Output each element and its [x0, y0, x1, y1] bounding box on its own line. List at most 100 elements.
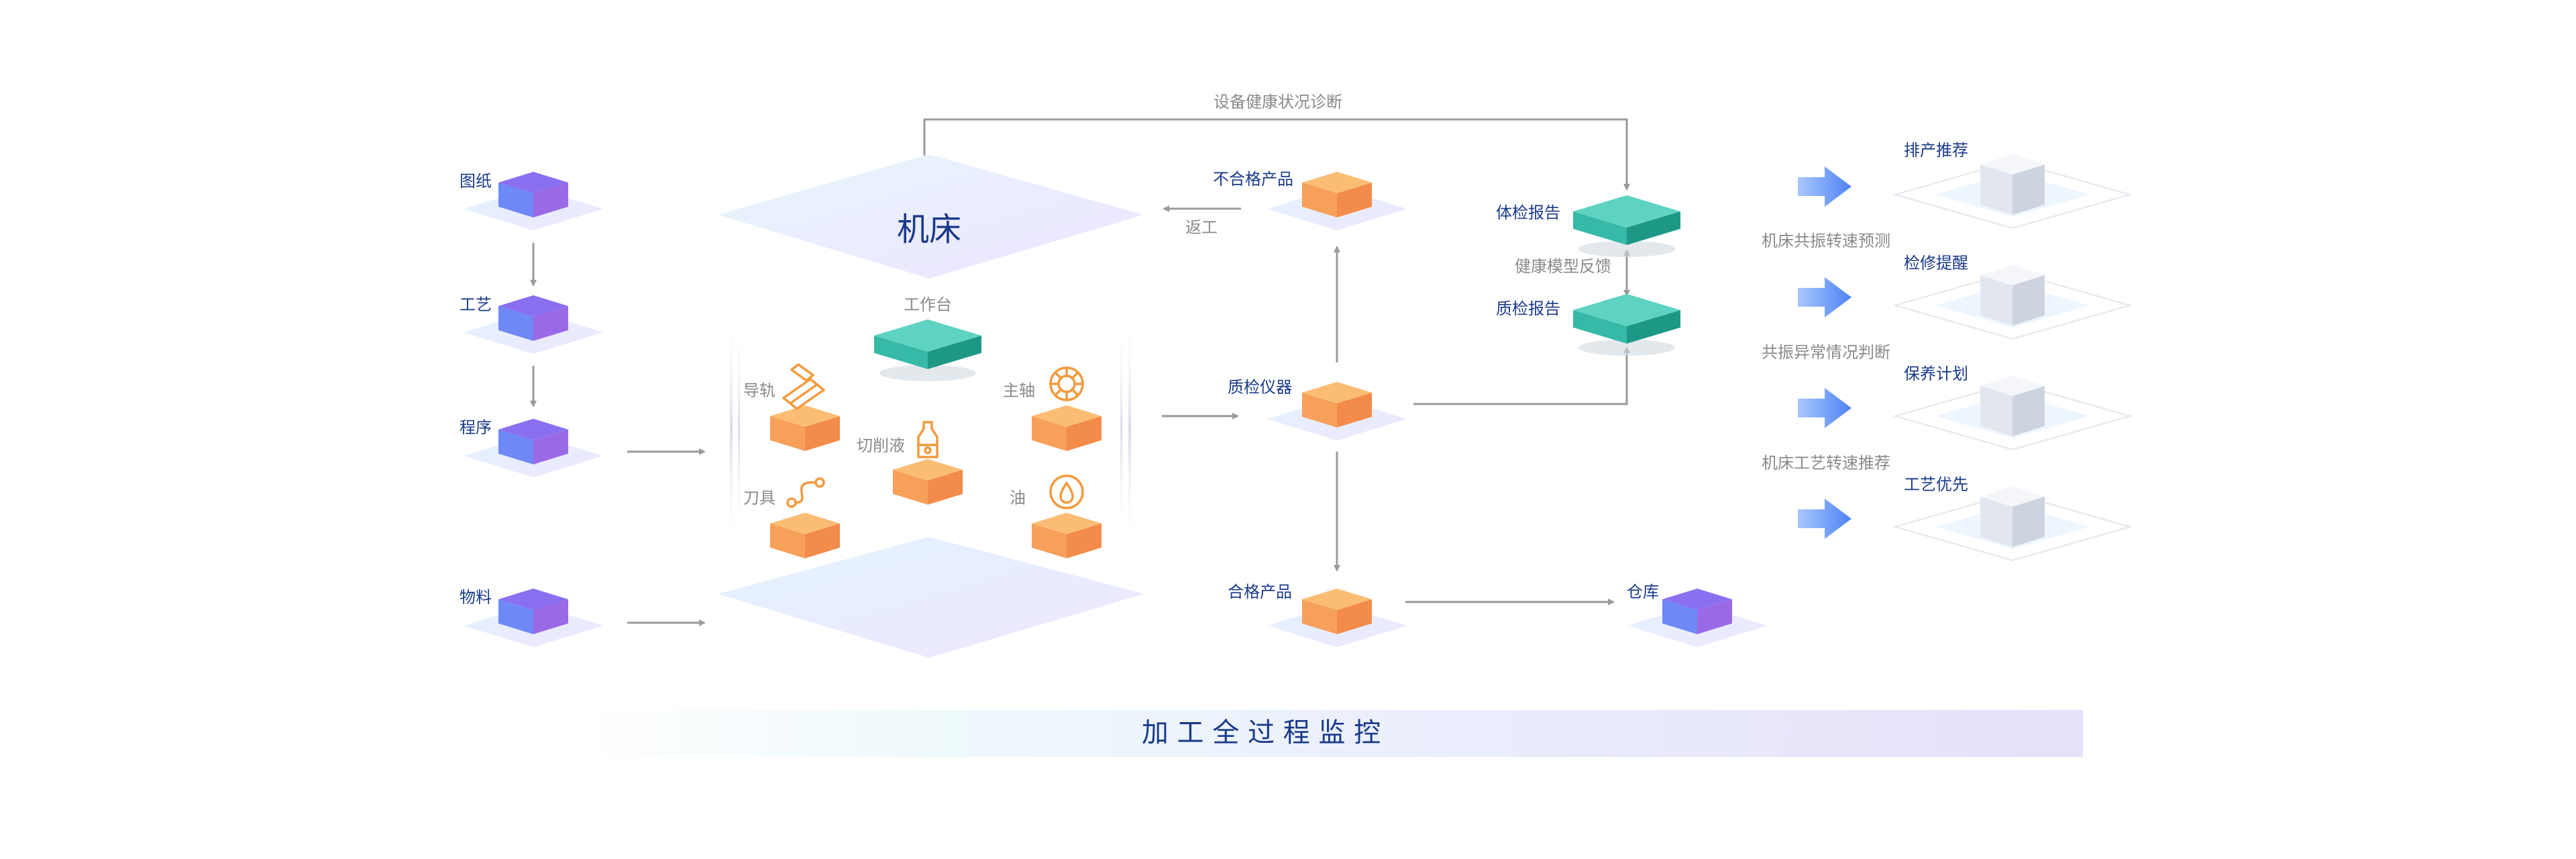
cube-top-face	[1980, 376, 2045, 396]
cube-right-face	[1067, 416, 1102, 451]
footer-banner-bg	[577, 710, 2083, 757]
rail-icon	[782, 363, 825, 410]
cube-right-face	[1067, 523, 1102, 558]
cube-cutting-fluid	[893, 459, 963, 505]
cube-top-face	[498, 172, 568, 193]
cube-top-face	[1980, 487, 2045, 507]
cube-top-face	[1032, 405, 1102, 427]
cube-left-face	[1302, 183, 1337, 217]
cube-top-face	[498, 295, 568, 317]
cube-top-face	[498, 419, 568, 440]
qc-report-label: 质检报告	[1496, 299, 1560, 318]
cube-rejected	[1267, 172, 1407, 231]
output-label-process-priority: 工艺优先	[1904, 475, 1968, 494]
cube-top-face	[1302, 589, 1372, 610]
cube-right-face	[533, 430, 568, 464]
cube-right-face	[1337, 393, 1372, 427]
cube-shadow	[1578, 340, 1675, 356]
machine-bottom-plate	[718, 537, 1144, 658]
health-diagnosis-label: 设备健康状况诊断	[1214, 93, 1342, 111]
cube-left-face	[498, 183, 533, 217]
input-label-process: 工艺	[460, 295, 492, 314]
cube-drawing	[464, 172, 603, 231]
machine-pillar-right-outer	[1128, 305, 1131, 554]
cube-right-face	[1627, 310, 1680, 344]
cube-checkup-report	[1573, 195, 1680, 257]
cube-warehouse	[1627, 589, 1767, 648]
cube-right-face	[533, 599, 568, 634]
cube-right-face	[2012, 497, 2045, 547]
component-label-spindle: 主轴	[1003, 381, 1035, 400]
cube-top-face	[1302, 382, 1372, 403]
qualified-label: 合格产品	[1228, 583, 1292, 601]
output-caption-maintenance-reminder: 机床共振转速预测	[1762, 232, 1890, 250]
machine-top-plate	[718, 154, 1144, 279]
cube-tool	[770, 513, 840, 558]
cube-oil	[1032, 513, 1102, 558]
cube-top-face	[770, 405, 840, 427]
qc-instrument-label: 质检仪器	[1228, 378, 1292, 397]
cube-top-face	[1662, 589, 1732, 610]
cube-top-face	[874, 319, 981, 352]
cube-right-face	[1697, 599, 1732, 634]
machine-pillar-left-inner	[738, 315, 740, 544]
cube-output-3	[1980, 376, 2045, 436]
bottle-icon	[917, 421, 938, 458]
cube-left-face	[1032, 523, 1067, 558]
machine-pillar-right-inner	[1120, 315, 1122, 544]
cube-left-face	[1302, 599, 1337, 634]
component-label-oil: 油	[1010, 489, 1026, 507]
oil-drop-icon	[1049, 474, 1084, 509]
cube-top-face	[770, 513, 840, 534]
cube-left-face	[770, 416, 805, 451]
cube-right-face	[805, 523, 840, 558]
cube-top-face	[498, 589, 568, 610]
arrow-health-diagnosis	[923, 118, 1630, 191]
cube-right-face	[2012, 275, 2045, 325]
cube-qc-report	[1573, 294, 1680, 356]
cube-top-face	[1573, 294, 1680, 326]
workbench-label: 工作台	[904, 295, 952, 314]
cube-left-face	[874, 336, 928, 369]
cube-top-face	[1980, 265, 2045, 285]
cube-left-face	[893, 470, 928, 505]
input-label-material: 物料	[460, 588, 492, 607]
machine-pillar-left-outer	[730, 305, 733, 554]
cube-program	[464, 419, 603, 478]
output-label-maintenance-plan: 保养计划	[1904, 364, 1968, 383]
blue-arrow-icon	[1798, 499, 1851, 539]
cube-right-face	[1337, 183, 1372, 217]
output-caption-process-priority: 机床工艺转速推荐	[1762, 454, 1890, 472]
cube-right-face	[805, 416, 840, 451]
cube-left-face	[1662, 599, 1697, 634]
cube-output-4	[1980, 487, 2045, 547]
cube-output-2	[1980, 265, 2045, 325]
cube-material	[464, 589, 603, 648]
input-label-drawing: 图纸	[460, 172, 492, 191]
cube-left-face	[1302, 393, 1337, 427]
footer-title: 加 工 全 过 程 监 控	[1142, 717, 1381, 748]
output-label-maintenance-reminder: 检修提醒	[1904, 254, 1968, 272]
spindle-icon	[1049, 366, 1084, 401]
labels: 图纸 工艺 程序 物料 机床 工作台 导轨 主轴 切削液 刀具 油 不合格产品 …	[460, 93, 1968, 748]
cube-left-face	[1980, 497, 2012, 547]
cube-left-face	[770, 523, 805, 558]
warehouse-label: 仓库	[1627, 583, 1659, 601]
machine-tool	[718, 154, 1144, 658]
cube-right-face	[928, 336, 981, 369]
cube-right-face	[2012, 164, 2045, 215]
component-label-cutting-fluid: 切削液	[857, 436, 905, 455]
cube-left-face	[498, 306, 533, 341]
component-icons	[782, 363, 1084, 509]
cube-left-face	[1573, 310, 1627, 344]
output-arrows	[1798, 166, 1851, 539]
blue-arrow-icon	[1798, 277, 1851, 317]
checkup-report-label: 体检报告	[1496, 203, 1560, 222]
cube-left-face	[1032, 416, 1067, 451]
tool-path-icon	[786, 477, 825, 508]
cube-right-face	[533, 183, 568, 217]
output-label-scheduling: 排产推荐	[1904, 141, 1968, 160]
health-feedback-label: 健康模型反馈	[1515, 257, 1611, 276]
machine-title: 机床	[897, 211, 961, 248]
component-label-tool: 刀具	[743, 489, 775, 507]
